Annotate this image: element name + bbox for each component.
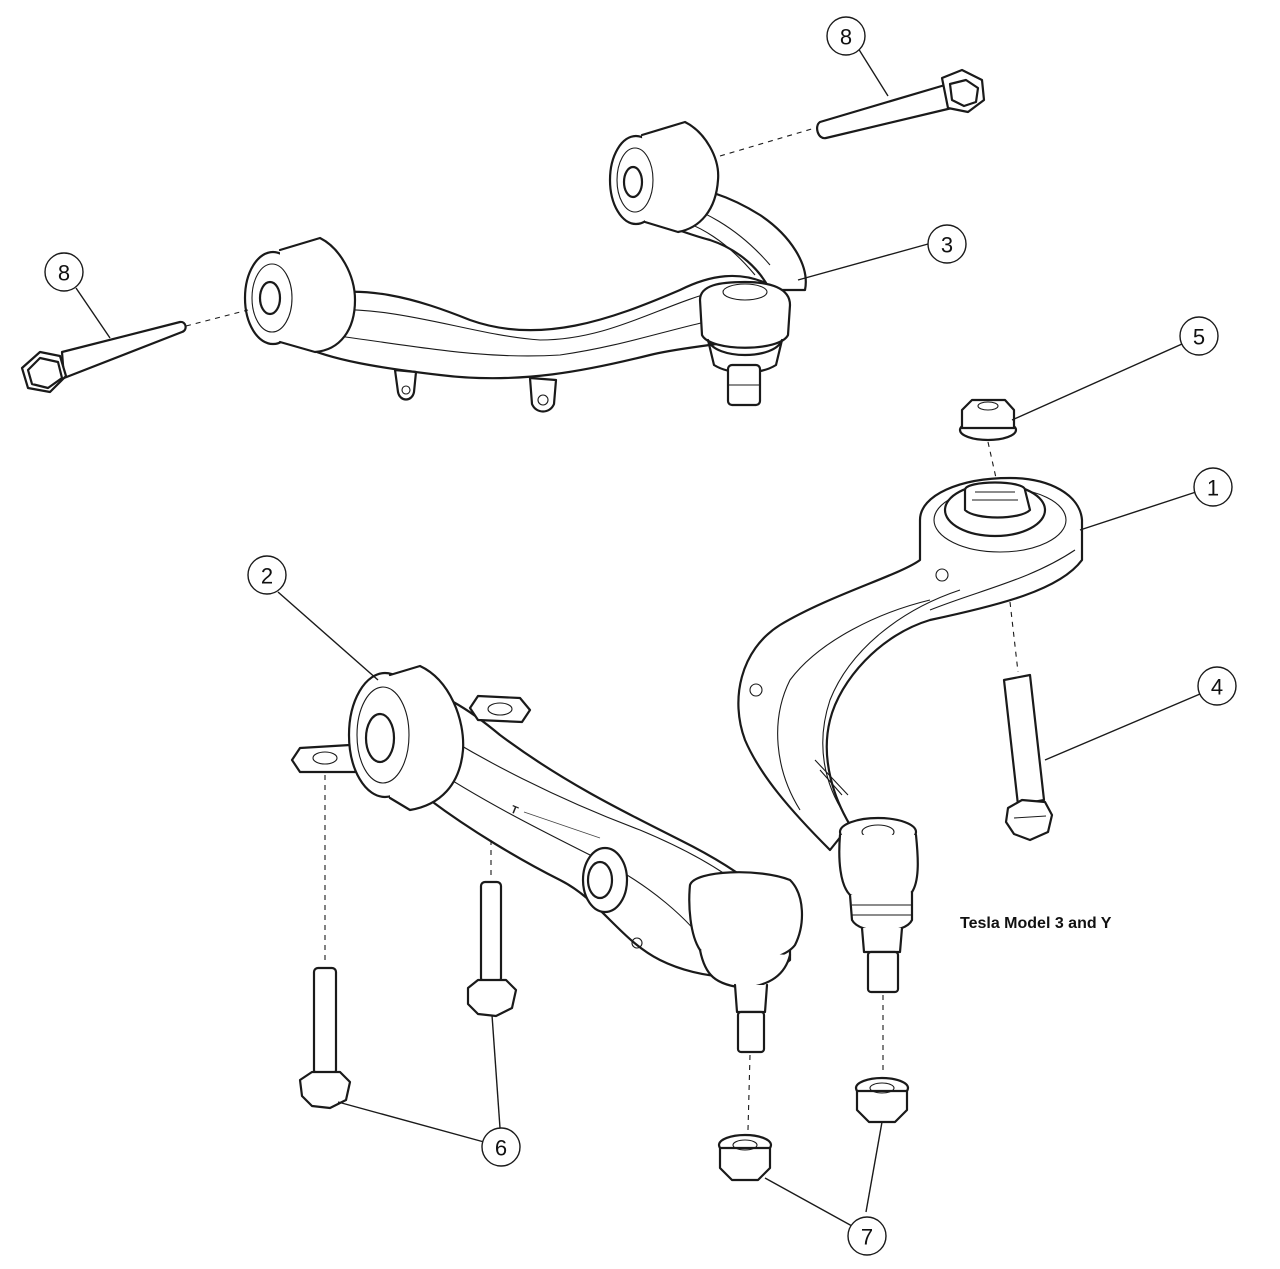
callout-4: 4 (1197, 666, 1237, 706)
nut-7-left (717, 1133, 773, 1182)
callout-8-left: 8 (44, 252, 84, 292)
leader-lines (75, 47, 1201, 1227)
callout-6: 6 (481, 1127, 521, 1167)
bolt-8-left (20, 320, 187, 394)
callout-7: 7 (847, 1216, 887, 1256)
callout-1: 1 (1193, 467, 1233, 507)
bolt-6-right (466, 880, 518, 1018)
callout-8-top: 8 (826, 16, 866, 56)
callout-label: 1 (1207, 476, 1219, 501)
bolt-6-left (298, 966, 352, 1110)
upper-control-arm (243, 120, 807, 413)
callout-label: 8 (58, 261, 70, 286)
callout-5: 5 (1179, 316, 1219, 356)
diagram-caption: Tesla Model 3 and Y (960, 915, 1112, 932)
bolt-4 (1002, 673, 1054, 842)
callout-label: 8 (840, 25, 852, 50)
callout-2: 2 (247, 555, 287, 595)
callout-label: 7 (861, 1225, 873, 1250)
callout-label: 2 (261, 564, 273, 589)
callout-label: 5 (1193, 325, 1205, 350)
svg-text:T: T (509, 804, 520, 818)
rear-lower-control-arm (737, 476, 1084, 994)
bolt-8-right (816, 68, 986, 140)
callout-label: 6 (495, 1136, 507, 1161)
nut-7-right (854, 1076, 910, 1124)
flange-nut-5 (958, 398, 1018, 442)
front-lower-control-arm: T (290, 664, 804, 1054)
callout-label: 4 (1211, 675, 1223, 700)
alignment-lines (185, 127, 1019, 1131)
callout-3: 3 (927, 224, 967, 264)
callout-label: 3 (941, 233, 953, 258)
